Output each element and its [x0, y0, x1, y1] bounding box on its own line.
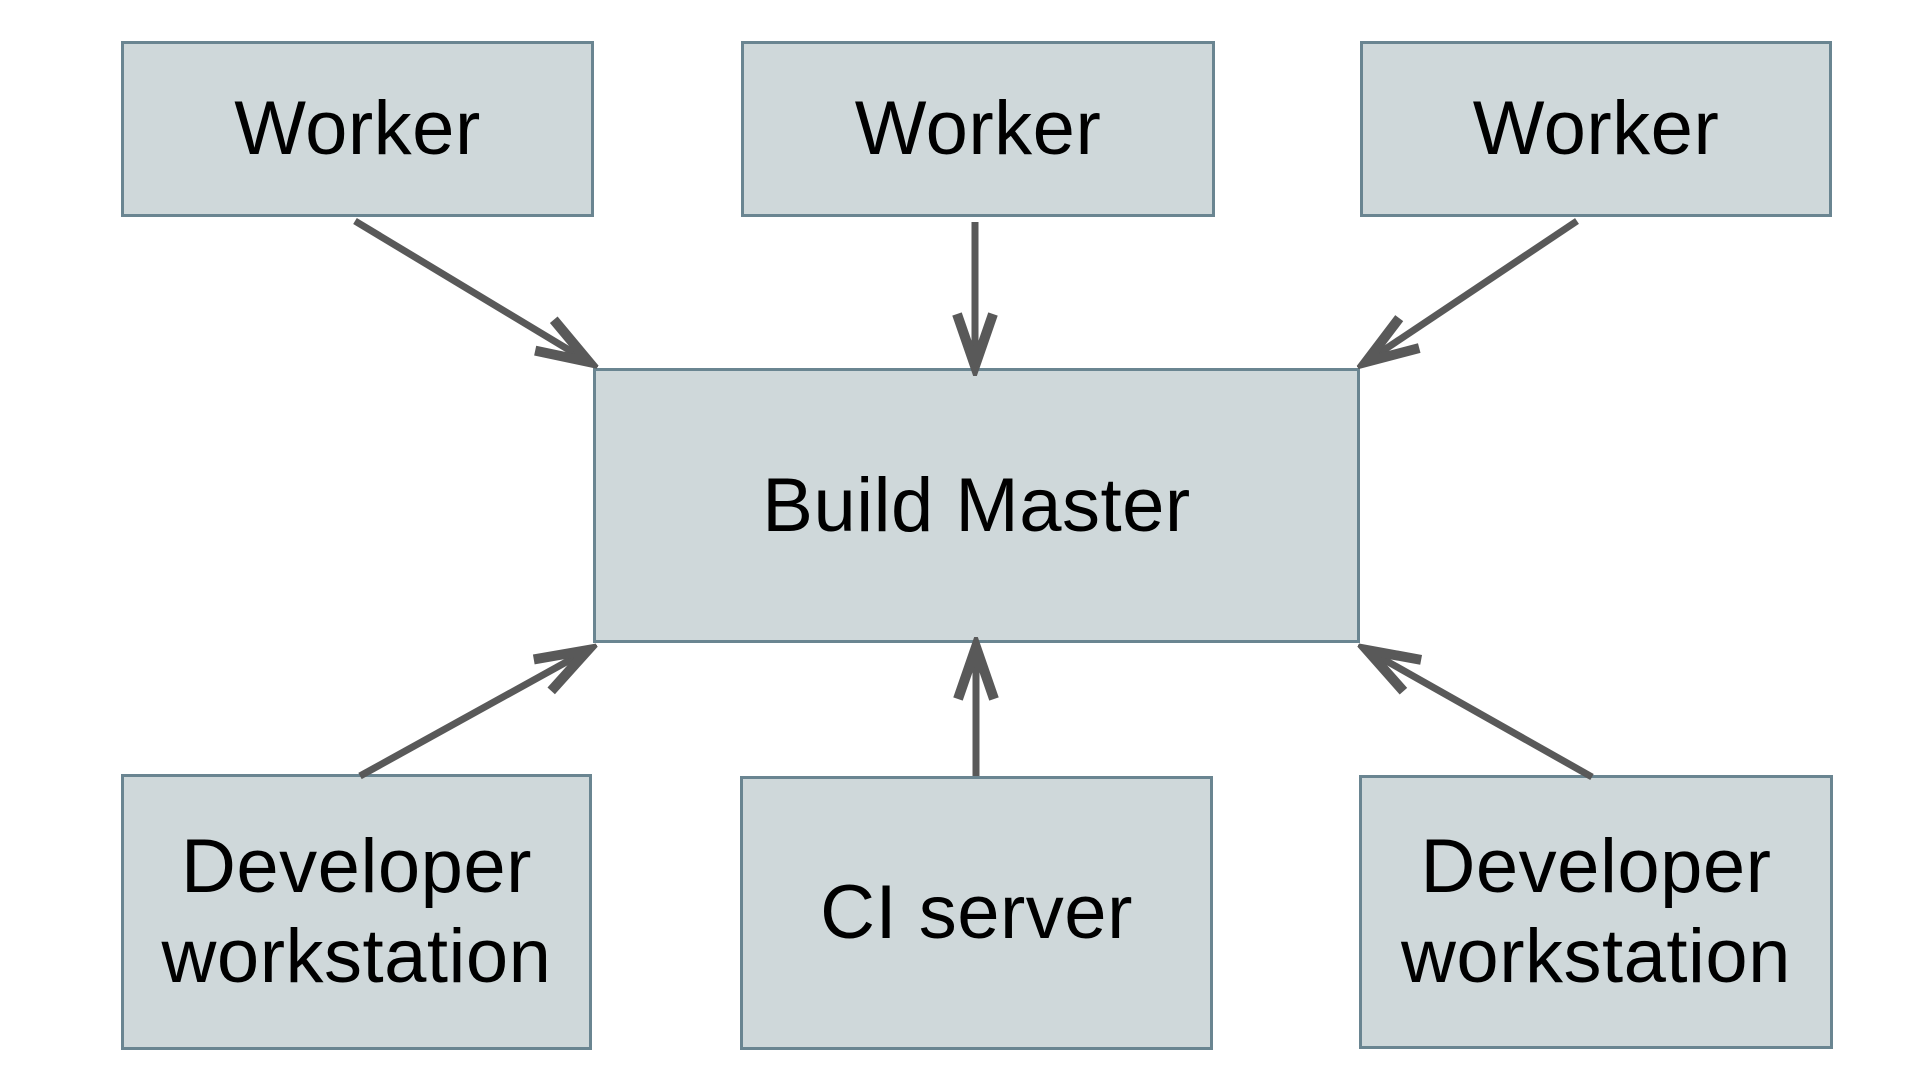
node-build-master-label: Build Master [762, 462, 1191, 548]
node-developer-workstation-2: Developer workstation [1359, 775, 1833, 1049]
node-worker-1: Worker [121, 41, 594, 217]
node-developer-workstation-1: Developer workstation [121, 774, 592, 1050]
node-build-master: Build Master [593, 368, 1360, 643]
edge-developer-workstation-2-to-build-master [1367, 650, 1594, 781]
node-worker-2: Worker [741, 41, 1215, 217]
node-worker-2-label: Worker [854, 86, 1102, 172]
node-developer-workstation-1-label: Developer workstation [161, 824, 552, 999]
node-developer-workstation-2-label: Developer workstation [1401, 824, 1791, 999]
node-worker-3: Worker [1360, 41, 1832, 217]
edge-developer-workstation-1-to-build-master [358, 650, 588, 780]
edge-worker-3-to-build-master [1366, 218, 1579, 362]
node-ci-server: CI server [740, 776, 1213, 1050]
node-ci-server-label: CI server [820, 870, 1133, 956]
node-worker-1-label: Worker [234, 86, 481, 172]
node-worker-3-label: Worker [1472, 86, 1720, 172]
edge-worker-1-to-build-master [353, 218, 589, 362]
